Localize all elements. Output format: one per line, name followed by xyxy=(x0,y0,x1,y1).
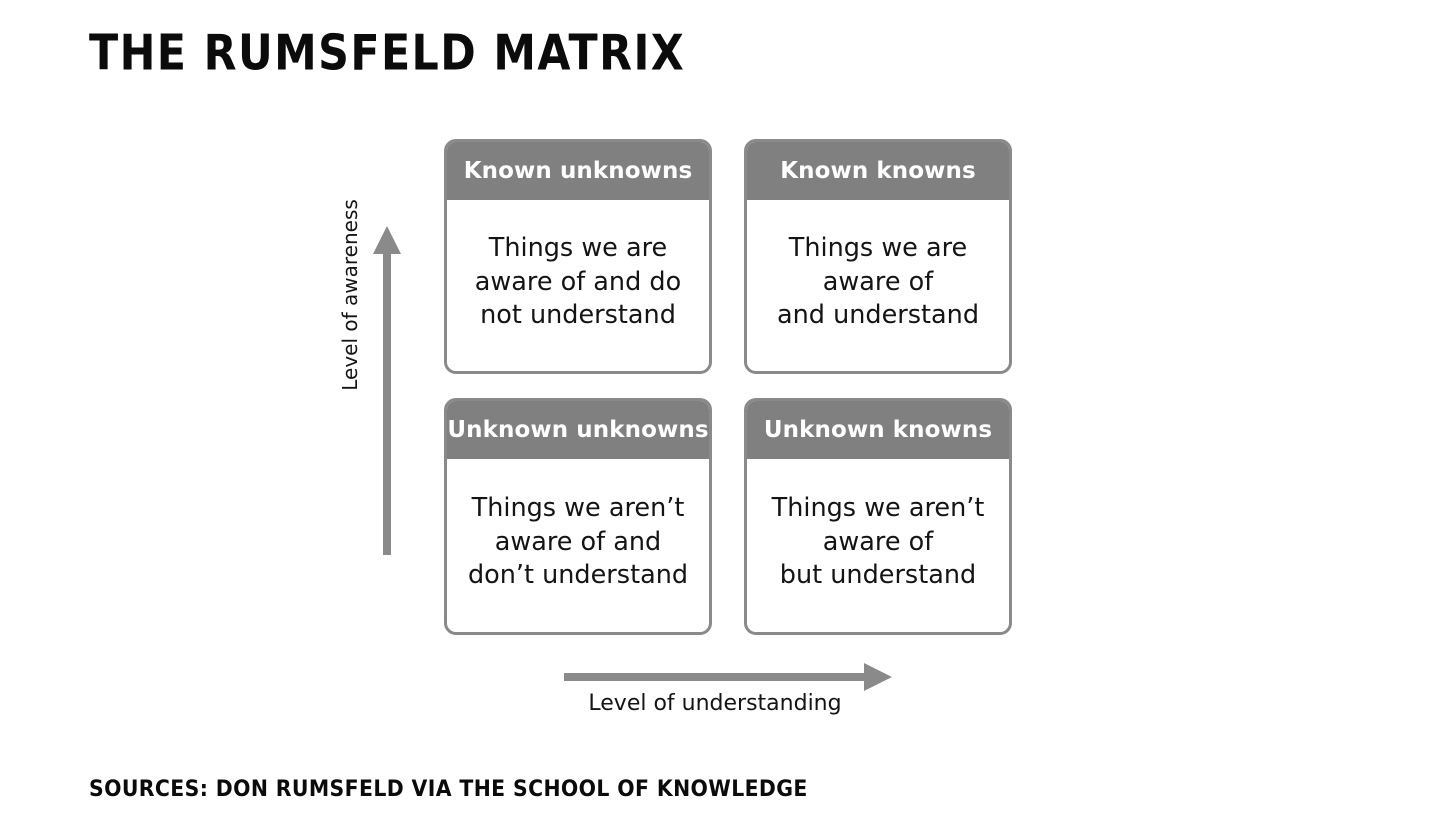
rumsfeld-matrix: Known unknowns Things we are aware of an… xyxy=(444,139,1012,635)
quadrant-body-known-knowns: Things we are aware of and understand xyxy=(747,200,1009,371)
quadrant-known-knowns: Known knowns Things we are aware of and … xyxy=(744,139,1012,374)
x-axis-label: Level of understanding xyxy=(588,691,842,716)
quadrant-header-known-unknowns: Known unknowns xyxy=(447,142,709,200)
quadrant-unknown-knowns: Unknown knowns Things we aren’t aware of… xyxy=(744,398,1012,635)
quadrant-unknown-unknowns: Unknown unknowns Things we aren’t aware … xyxy=(444,398,712,635)
y-axis-arrow-icon xyxy=(373,226,401,555)
quadrant-body-text: Things we are aware of and understand xyxy=(776,233,980,331)
y-axis-label: Level of awareness xyxy=(330,65,362,391)
arrow-up-shaft xyxy=(383,251,391,555)
arrow-right-head-icon xyxy=(864,663,892,691)
quadrant-body-text: Things we are aware of and do not unders… xyxy=(474,233,682,331)
source-note: Sources: Don Rumsfeld via The School of … xyxy=(89,776,808,803)
quadrant-body-unknown-unknowns: Things we aren’t aware of and don’t unde… xyxy=(447,459,709,632)
arrow-right-shaft xyxy=(564,673,868,681)
quadrant-body-text: Things we aren’t aware of but understand xyxy=(771,493,985,591)
quadrant-header-unknown-unknowns: Unknown unknowns xyxy=(447,401,709,459)
quadrant-header-unknown-knowns: Unknown knowns xyxy=(747,401,1009,459)
y-axis-label-text: Level of awareness xyxy=(338,199,362,391)
quadrant-header-known-knowns: Known knowns xyxy=(747,142,1009,200)
quadrant-body-known-unknowns: Things we are aware of and do not unders… xyxy=(447,200,709,371)
quadrant-body-text: Things we aren’t aware of and don’t unde… xyxy=(467,493,689,591)
page-title: The Rumsfeld Matrix xyxy=(89,24,686,82)
arrow-up-head-icon xyxy=(373,226,401,254)
x-axis-arrow-icon xyxy=(564,663,892,691)
quadrant-known-unknowns: Known unknowns Things we are aware of an… xyxy=(444,139,712,374)
quadrant-body-unknown-knowns: Things we aren’t aware of but understand xyxy=(747,459,1009,632)
